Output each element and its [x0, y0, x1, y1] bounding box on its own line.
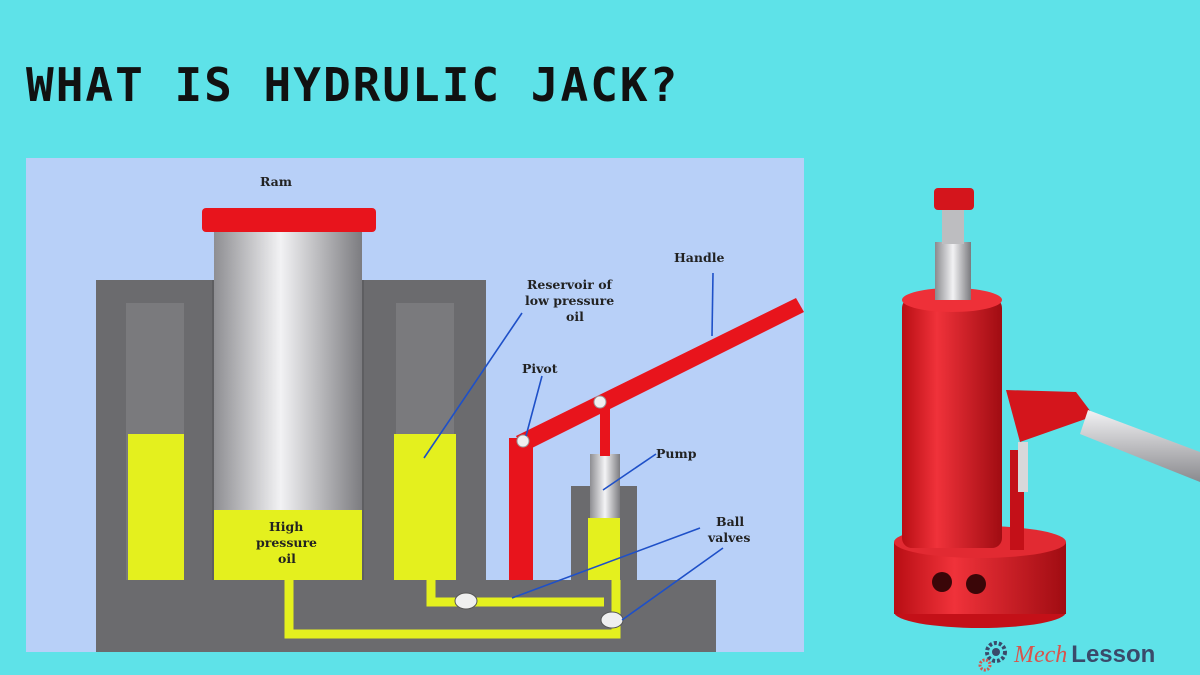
- label-high-pressure-line-1: High: [269, 519, 303, 534]
- label-handle: Handle: [674, 250, 724, 265]
- bottle-jack-svg: [894, 188, 1200, 628]
- ram-cap: [202, 208, 376, 232]
- bottle-jack-image: [880, 180, 1200, 640]
- label-reservoir-line-2: low pressure: [525, 293, 614, 308]
- jack-handle-socket: [1006, 390, 1094, 442]
- pump-piston: [590, 454, 620, 518]
- jack-screw: [942, 206, 964, 244]
- reservoir-oil-left: [128, 434, 184, 580]
- jack-pump-spring: [1018, 442, 1028, 492]
- oil-channel-lower: [284, 580, 621, 639]
- jack-base-hole-2: [966, 574, 986, 594]
- label-high-pressure-line-3: oil: [278, 551, 296, 566]
- diagram-svg: Ram Handle Reservoir of low pressure oil…: [26, 158, 804, 652]
- label-ram: Ram: [260, 174, 292, 189]
- base-block: [96, 580, 716, 652]
- pump-pin: [593, 395, 607, 409]
- label-ball-valves-line-1: Ball: [716, 514, 744, 529]
- oil-channel-upper: [426, 580, 604, 607]
- gear-icon: [978, 641, 1007, 672]
- hydraulic-jack-diagram: Ram Handle Reservoir of low pressure oil…: [26, 158, 804, 652]
- label-pivot: Pivot: [522, 361, 558, 376]
- pump-oil: [588, 518, 620, 580]
- reservoir-oil-right: [394, 434, 456, 580]
- logo-text-mech: Mech: [1014, 641, 1068, 668]
- jack-body: [902, 298, 1002, 548]
- pivot-pin: [516, 434, 530, 448]
- label-reservoir-line-3: oil: [566, 309, 584, 324]
- ram-cylinder: [214, 230, 362, 510]
- leader-lines: [423, 272, 724, 621]
- jack-handle-bar: [1080, 410, 1200, 482]
- label-reservoir-line-1: Reservoir of: [527, 277, 614, 292]
- pivot-post: [509, 438, 533, 580]
- ball-valve-2: [600, 611, 624, 629]
- label-ball-valves-line-2: valves: [707, 530, 750, 545]
- page-title: WHAT IS HYDRULIC JACK?: [26, 58, 680, 112]
- ball-valve-1: [454, 592, 478, 610]
- handle-lever: [516, 298, 804, 452]
- jack-ram: [935, 242, 971, 300]
- jack-base-hole-1: [932, 572, 952, 592]
- logo-text-lesson: Lesson: [1071, 641, 1156, 668]
- label-pump: Pump: [656, 446, 697, 461]
- jack-saddle: [934, 188, 974, 210]
- pump-rod: [600, 406, 610, 456]
- label-high-pressure-line-2: pressure: [256, 535, 317, 550]
- high-pressure-oil: [214, 510, 362, 580]
